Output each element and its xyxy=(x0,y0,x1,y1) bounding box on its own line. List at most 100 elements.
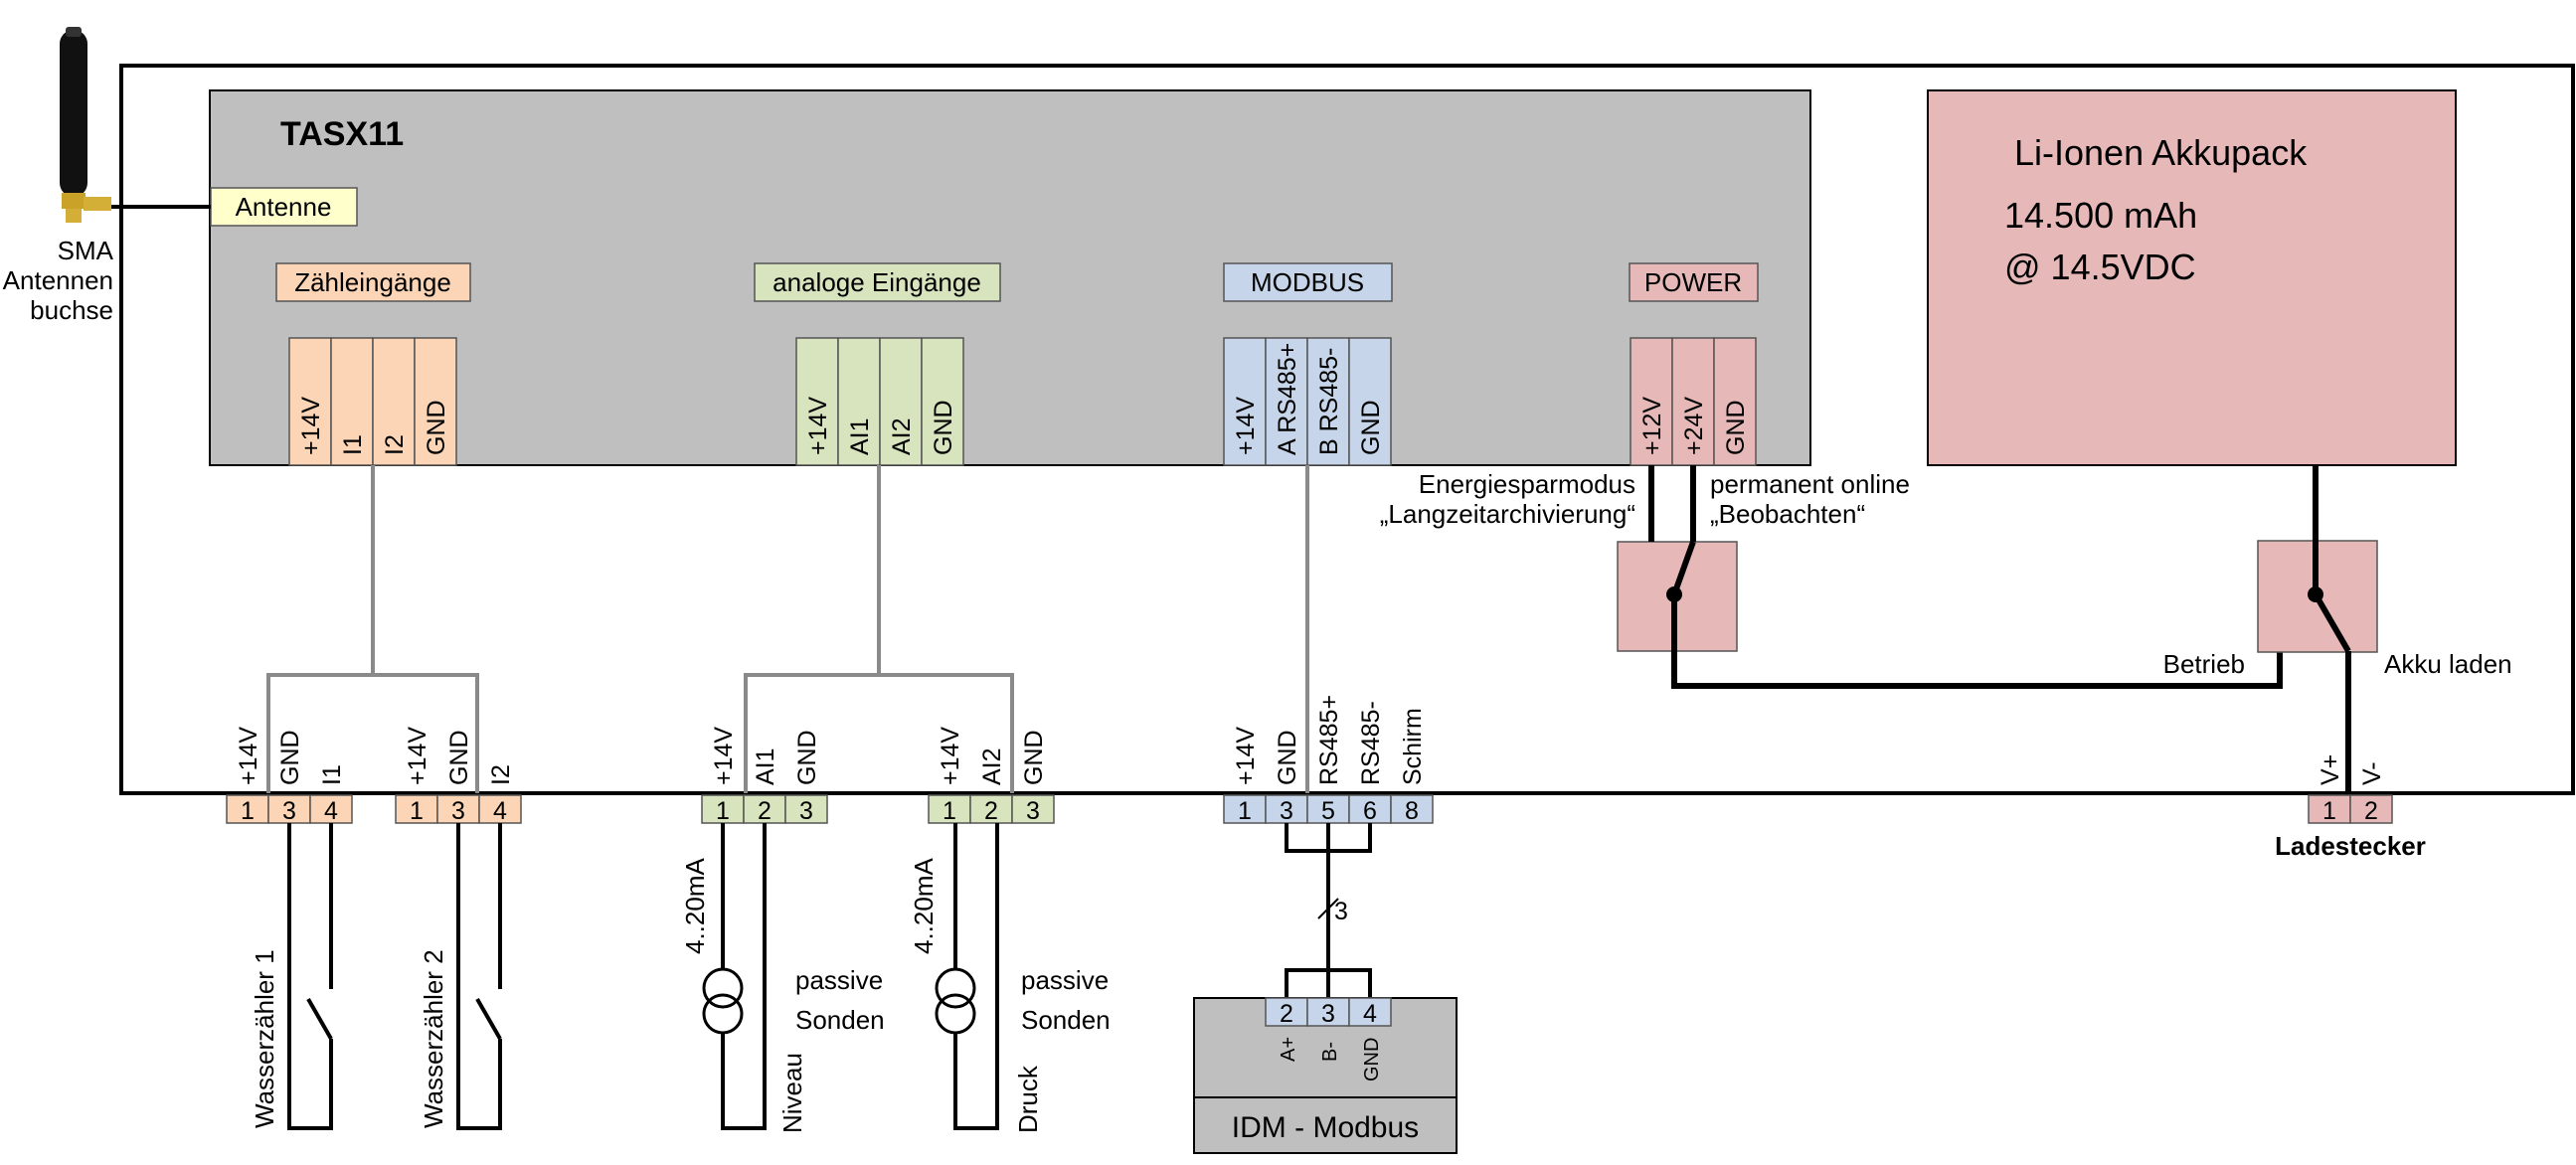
svg-text:3: 3 xyxy=(451,797,465,825)
water-meter-2 xyxy=(456,823,502,1130)
svg-text:A+: A+ xyxy=(1278,1037,1299,1062)
analog-pin-ai2: AI2 xyxy=(888,417,916,455)
counter-section-box xyxy=(275,262,471,302)
probe-level-name: Niveau xyxy=(777,1053,807,1133)
power-switch-right-line2: „Beobachten“ xyxy=(1710,499,1865,529)
terminal-t6: 1 2 xyxy=(2308,794,2393,825)
svg-text:Schirm: Schirm xyxy=(1399,708,1427,785)
probe-pressure-name: Druck xyxy=(1013,1065,1043,1133)
svg-text:3: 3 xyxy=(1321,1000,1335,1028)
svg-text:I1: I1 xyxy=(318,764,346,785)
svg-text:3: 3 xyxy=(799,797,813,825)
counter-pin-14v: +14V xyxy=(297,397,325,455)
svg-text:6: 6 xyxy=(1363,797,1377,825)
antenna-socket-line1: SMA xyxy=(58,236,114,265)
svg-text:AI1: AI1 xyxy=(752,748,779,785)
svg-text:4: 4 xyxy=(1363,1000,1377,1028)
modbus-pin-14v: +14V xyxy=(1232,397,1260,455)
svg-text:8: 8 xyxy=(1405,797,1419,825)
modbus-bus-wires xyxy=(1285,823,1372,998)
tasx11-title: TASX11 xyxy=(280,115,404,153)
terminal-t5: 1 3 5 6 8 xyxy=(1223,794,1434,825)
counter-split-wire xyxy=(266,673,479,793)
power-pin-gnd: GND xyxy=(1722,400,1750,455)
probe-pressure-label1: passive xyxy=(1021,965,1109,995)
svg-text:AI2: AI2 xyxy=(978,748,1006,785)
svg-text:1: 1 xyxy=(943,797,956,825)
svg-text:2: 2 xyxy=(2364,797,2378,825)
svg-text:GND: GND xyxy=(1020,730,1048,785)
charge-switch-left: Betrieb xyxy=(2163,649,2245,679)
water-meter-1-label: Wasserzähler 1 xyxy=(250,949,279,1128)
svg-text:B-: B- xyxy=(1319,1042,1341,1062)
analog-section-box xyxy=(754,262,1001,302)
terminal-t1-labels: +14V GND I1 xyxy=(235,727,346,785)
tasx11-box xyxy=(209,89,1811,466)
antenna-label: Antenne xyxy=(236,192,332,222)
terminal-t4: 1 2 3 xyxy=(928,794,1055,825)
antenna-label-box xyxy=(210,187,358,227)
probe-level-current: 4..20mA xyxy=(680,858,710,954)
counter-pin-block: +14V I1 I2 GND xyxy=(288,337,457,466)
svg-text:+14V: +14V xyxy=(404,727,431,785)
battery-voltage: @ 14.5VDC xyxy=(2004,247,2196,287)
svg-text:1: 1 xyxy=(410,797,424,825)
svg-text:4: 4 xyxy=(493,797,507,825)
svg-text:+14V: +14V xyxy=(1232,727,1260,785)
analog-pin-block: +14V AI1 AI2 GND xyxy=(795,337,964,466)
svg-text:GND: GND xyxy=(445,730,473,785)
terminal-t3: 1 2 3 xyxy=(701,794,828,825)
power-pin-block: +12V +24V GND xyxy=(1630,337,1757,466)
power-pin-24v: +24V xyxy=(1680,397,1708,455)
counter-section-label: Zähleingänge xyxy=(294,267,451,297)
svg-text:2: 2 xyxy=(1280,1000,1293,1028)
power-switch-right-line1: permanent online xyxy=(1710,469,1910,499)
svg-text:RS485+: RS485+ xyxy=(1315,695,1343,785)
charger-label: Ladestecker xyxy=(2275,831,2426,861)
modbus-pin-rs485a: A RS485+ xyxy=(1274,343,1301,455)
svg-text:I2: I2 xyxy=(487,764,515,785)
analog-pin-14v: +14V xyxy=(804,397,832,455)
probe-level-label2: Sonden xyxy=(795,1005,885,1035)
modbus-pin-rs485b: B RS485- xyxy=(1315,348,1343,455)
terminal-t2: 1 3 4 xyxy=(395,794,522,825)
probe-pressure-label2: Sonden xyxy=(1021,1005,1111,1035)
probe-level-label1: passive xyxy=(795,965,883,995)
terminal-t2-labels: +14V GND I2 xyxy=(404,727,515,785)
modbus-section-label: MODBUS xyxy=(1251,267,1364,297)
svg-text:5: 5 xyxy=(1321,797,1335,825)
water-meter-1 xyxy=(287,823,333,1130)
power-switch-left-line2: „Langzeitarchivierung“ xyxy=(1380,499,1635,529)
svg-text:GND: GND xyxy=(276,730,304,785)
probe-pressure-current: 4..20mA xyxy=(909,858,939,954)
probe-pressure xyxy=(935,823,999,1130)
power-section-label: POWER xyxy=(1644,267,1742,297)
svg-text:GND: GND xyxy=(793,730,821,785)
power-mode-switch xyxy=(1617,465,2283,689)
battery-pack: Li-Ionen Akkupack 14.500 mAh @ 14.5VDC xyxy=(1927,89,2457,466)
modbus-pin-block: +14V A RS485+ B RS485- GND xyxy=(1223,337,1392,466)
counter-pin-gnd: GND xyxy=(423,400,450,455)
power-pin-12v: +12V xyxy=(1638,397,1666,455)
svg-text:+14V: +14V xyxy=(235,727,262,785)
svg-text:1: 1 xyxy=(716,797,730,825)
svg-text:+14V: +14V xyxy=(710,727,738,785)
modbus-bus-count: 3 xyxy=(1334,898,1348,925)
svg-text:1: 1 xyxy=(2322,797,2336,825)
battery-title: Li-Ionen Akkupack xyxy=(2014,132,2308,173)
analog-split-wire xyxy=(744,673,1014,793)
power-section-box xyxy=(1629,262,1759,302)
svg-text:1: 1 xyxy=(1238,797,1252,825)
battery-box xyxy=(1927,89,2457,466)
svg-text:1: 1 xyxy=(241,797,255,825)
idm-title: IDM - Modbus xyxy=(1232,1111,1419,1144)
antenna-socket-line2: Antennen xyxy=(3,265,113,295)
terminal-t3-labels: +14V AI1 GND xyxy=(710,727,821,785)
svg-text:2: 2 xyxy=(984,797,998,825)
svg-text:V+: V+ xyxy=(2317,754,2344,785)
counter-pin-i2: I2 xyxy=(381,434,409,455)
charge-switch xyxy=(2257,465,2378,797)
idm-modbus-device: 2 3 4 A+ B- GND IDM - Modbus xyxy=(1193,997,1458,1154)
antenna-icon xyxy=(60,27,111,223)
